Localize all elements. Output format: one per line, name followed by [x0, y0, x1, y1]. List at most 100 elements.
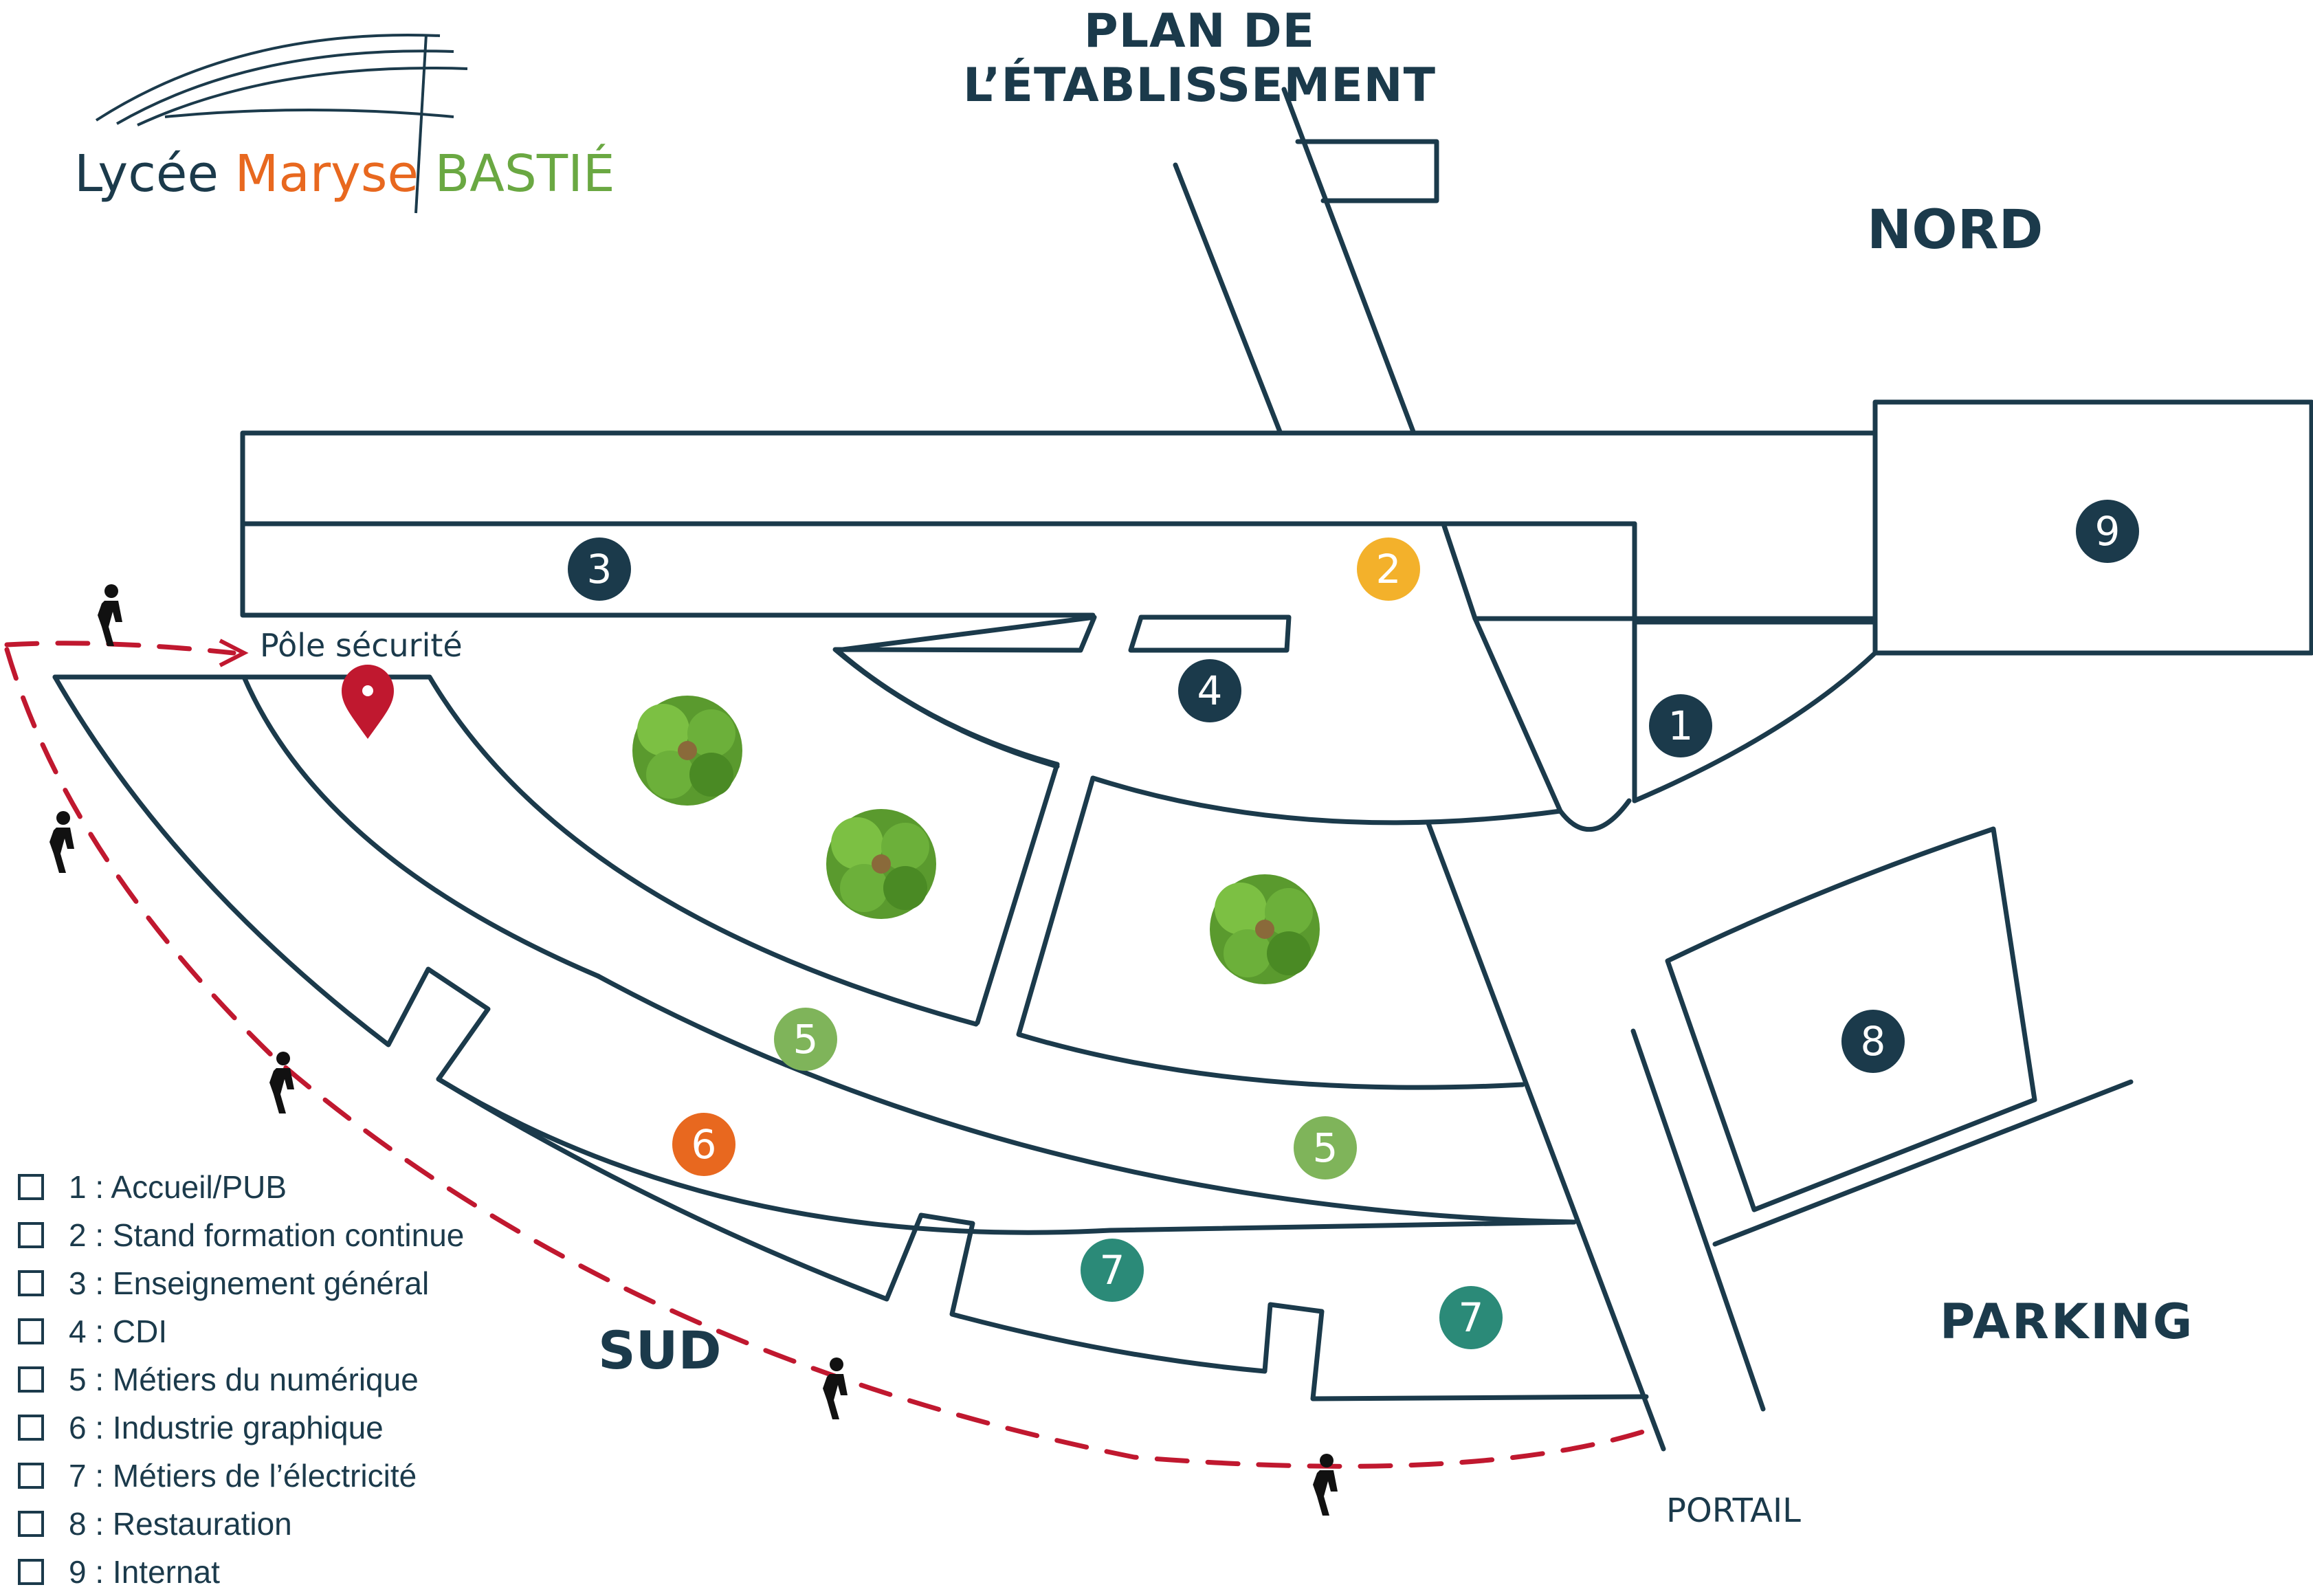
zone-marker-circle [1439, 1286, 1503, 1349]
legend-checkbox[interactable] [18, 1270, 44, 1296]
legend-label: 6 : Industrie graphique [69, 1410, 384, 1445]
legend-item[interactable]: 4 : CDI [18, 1307, 554, 1355]
legend-label: 5 : Métiers du numérique [69, 1362, 419, 1397]
zone-marker-circle [2076, 500, 2139, 563]
logo-word-2: Maryse [234, 144, 419, 203]
page-title: PLAN DE L’ÉTABLISSEMENT [963, 4, 1436, 113]
zone-marker-circle [672, 1113, 735, 1176]
legend: 1 : Accueil/PUB 2 : Stand formation conti… [18, 1163, 554, 1596]
zone-marker-9: 9 [2076, 500, 2139, 563]
zone-marker-8: 8 [1841, 1010, 1905, 1073]
zone-marker-5: 5 [774, 1008, 837, 1071]
zone-marker-3: 3 [568, 537, 631, 601]
zone-marker-circle [1357, 537, 1420, 601]
zone-marker-circle [568, 537, 631, 601]
trees [632, 696, 1320, 984]
legend-item[interactable]: 9 : Internat [18, 1548, 554, 1596]
curved-block-1 [241, 674, 979, 1027]
legend-item[interactable]: 5 : Métiers du numérique [18, 1355, 554, 1404]
tree-icon [632, 696, 742, 806]
block-edge [1107, 1219, 1577, 1233]
zone-marker-4: 4 [1178, 659, 1241, 722]
curved-block-5 [436, 1076, 1649, 1401]
curved-block-3 [52, 674, 1113, 1235]
zone-marker-6: 6 [672, 1113, 735, 1176]
zone-markers: 1 2 3 4 5 5 6 7 7 8 9 [568, 500, 2139, 1349]
location-pin-icon [342, 665, 394, 739]
zone-marker-circle [1841, 1010, 1905, 1073]
legend-checkbox[interactable] [18, 1511, 44, 1537]
zone-marker-number: 5 [793, 1016, 819, 1063]
small-annex [1128, 614, 1292, 653]
legend-label: 2 : Stand formation continue [69, 1217, 465, 1253]
legend-checkbox[interactable] [18, 1463, 44, 1489]
school-logo: Lycée Maryse BASTIÉ [69, 14, 619, 220]
legend-checkbox[interactable] [18, 1415, 44, 1441]
zone-marker-number: 1 [1668, 702, 1694, 749]
zone-marker-1: 1 [1649, 694, 1712, 757]
legend-checkbox[interactable] [18, 1174, 44, 1200]
logo-swoosh-icon [95, 34, 468, 214]
wing-curve [1632, 650, 1878, 803]
curved-block-2 [52, 674, 601, 979]
logo-text: Lycée Maryse BASTIÉ [74, 144, 615, 203]
block-divider-2 [1016, 775, 1525, 1090]
small-annex-building [1295, 139, 1439, 203]
south-road-edge [1426, 821, 1666, 1452]
tree-icon [1210, 874, 1320, 984]
zone-marker-number: 2 [1376, 546, 1402, 592]
legend-item[interactable]: 1 : Accueil/PUB [18, 1163, 554, 1211]
zone-marker-circle [774, 1008, 837, 1071]
zone-marker-circle [1294, 1116, 1357, 1179]
legend-label: 4 : CDI [69, 1314, 168, 1349]
parking-label: PARKING [1940, 1294, 2195, 1350]
courtyard-edge [832, 614, 1097, 769]
building-8 [1665, 826, 2037, 1212]
road-loop [1472, 616, 1632, 832]
route-path-south [4, 647, 1652, 1469]
pedestrian-icon [98, 584, 122, 646]
logo-word-1: Lycée [74, 144, 219, 203]
parking-edge [1712, 1079, 2134, 1247]
zone-marker-number: 7 [1459, 1294, 1484, 1341]
building-9 [1872, 399, 2313, 656]
legend-label: 1 : Accueil/PUB [69, 1169, 287, 1205]
legend-label: 8 : Restauration [69, 1506, 292, 1542]
legend-label: 7 : Métiers de l’électricité [69, 1458, 417, 1494]
pedestrian-icon [49, 811, 74, 873]
legend-item[interactable]: 8 : Restauration [18, 1500, 554, 1548]
south-road-edge [1630, 1028, 1766, 1412]
legend-label: 9 : Internat [69, 1554, 220, 1590]
zone-marker-circle [1081, 1239, 1144, 1302]
zone-marker-number: 7 [1100, 1247, 1125, 1294]
pedestrian-icon [269, 1052, 294, 1113]
zone-marker-5: 5 [1294, 1116, 1357, 1179]
north-road-edge [1173, 162, 1283, 434]
legend-checkbox[interactable] [18, 1559, 44, 1585]
pedestrian-icon [823, 1357, 848, 1419]
tree-icon [826, 809, 936, 919]
zone-marker-7: 7 [1439, 1286, 1503, 1349]
legend-checkbox[interactable] [18, 1366, 44, 1393]
zone-marker-2: 2 [1357, 537, 1420, 601]
legend-item[interactable]: 2 : Stand formation continue [18, 1211, 554, 1259]
route-arrow-icon [219, 639, 249, 667]
courtyard-curve [834, 647, 1060, 767]
legend-item[interactable]: 6 : Industrie graphique [18, 1404, 554, 1452]
legend-item[interactable]: 3 : Enseignement général [18, 1259, 554, 1307]
zone-marker-number: 6 [691, 1121, 717, 1168]
courtyard-lower-curve [1090, 775, 1563, 825]
security-pole-label: Pôle sécurité [260, 627, 463, 664]
logo-word-3: BASTIÉ [434, 144, 615, 203]
building-3-lower-edge [240, 521, 1096, 618]
legend-item[interactable]: 7 : Métiers de l’électricité [18, 1452, 554, 1500]
route-path-top [4, 641, 236, 656]
legend-checkbox[interactable] [18, 1318, 44, 1344]
zone-marker-circle [1649, 694, 1712, 757]
zone-marker-number: 8 [1861, 1018, 1886, 1065]
north-road-edge [1281, 87, 1416, 434]
legend-checkbox[interactable] [18, 1222, 44, 1248]
zone-marker-7: 7 [1081, 1239, 1144, 1302]
curved-block-4 [595, 973, 1577, 1225]
